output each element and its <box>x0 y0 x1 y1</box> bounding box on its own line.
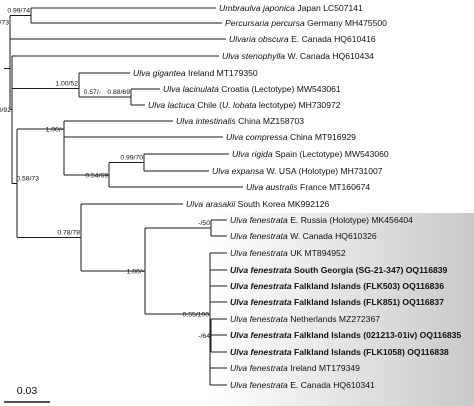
taxon-info: France MT160674 <box>298 182 371 192</box>
taxon-label-intestinalis: Ulva intestinalis China MZ158703 <box>176 116 304 126</box>
taxon-label-fen8: Ulva fenestrata Falkland Islands (021213… <box>230 330 461 340</box>
support-value-n_gig_lac: 1.00/52 <box>55 81 78 88</box>
taxon-info: China MT916929 <box>288 132 357 142</box>
taxon-info: South Korea MK992126 <box>235 199 329 209</box>
taxon-label-gigantea: Ulva gigantea Ireland MT179350 <box>133 68 258 78</box>
taxon-info: Spain (Lectotype) MW543060 <box>273 149 389 159</box>
taxon-label-fen9: Ulva fenestrata Falkland Islands (FLK105… <box>230 347 449 357</box>
support-value-n_int_comp: 1.00/- <box>46 127 63 134</box>
support-value-n_fen: 1.00/- <box>127 269 144 276</box>
taxon-info: Ireland MT179350 <box>186 68 258 78</box>
taxon-label-umbraulva: Umbraulva japonica Japan LC507141 <box>219 3 363 13</box>
support-value-n_fen_ne: -/64 <box>198 333 210 340</box>
taxon-label-ulvaria: Ulvaria obscura E. Canada HQ610416 <box>229 34 376 44</box>
taxon-info: Japan LC507141 <box>295 3 363 13</box>
taxon-species: Ulva compressa <box>226 132 288 142</box>
taxon-label-arasakii: Ulva arasakii South Korea MK992126 <box>186 199 330 209</box>
taxon-info: Croatia (Lectotype) MW543061 <box>219 84 341 94</box>
support-value-n_lacin_lact: 0.88/69 <box>107 89 130 96</box>
taxon-label-compressa: Ulva compressa China MT916929 <box>226 132 356 142</box>
scale-bar: 0.03 <box>4 385 50 403</box>
taxon-species: Ulva fenestrata <box>230 265 292 275</box>
support-value-n_umb_per: 0.99/74 <box>7 8 30 15</box>
taxon-info: China MZ158703 <box>236 116 305 126</box>
taxon-labels: Umbraulva japonica Japan LC507141Percurs… <box>133 3 461 390</box>
taxon-info: Netherlands MZ272367 <box>288 314 380 324</box>
taxon-label-fen5: Ulva fenestrata Falkland Islands (FLK503… <box>230 281 444 291</box>
taxon-species: Ulva fenestrata <box>230 281 292 291</box>
taxon-species: Ulva fenestrata <box>230 314 288 324</box>
taxon-species: Ulvaria obscura <box>229 34 289 44</box>
taxon-info-italic: U. lobata <box>222 100 257 110</box>
taxon-species: Ulva stenophylla <box>222 51 285 61</box>
taxon-species: Ulva expansa <box>212 166 264 176</box>
taxon-info: Chile ( <box>195 100 222 110</box>
support-values: 0.99/74 0.78/73 1.00/92 1.00/52 0.57/- 0.88/6… <box>0 8 210 340</box>
taxon-label-expansa: Ulva expansa W. USA (Holotype) MH731007 <box>212 166 383 176</box>
taxon-label-stenophylla: Ulva stenophylla W. Canada HQ610434 <box>222 51 374 61</box>
taxon-label-rigida: Ulva rigida Spain (Lectotype) MW543060 <box>232 149 389 159</box>
taxon-info: Falkland Islands (021213-01iv) OQ116835 <box>292 330 462 340</box>
taxon-species: Ulva fenestrata <box>230 231 288 241</box>
taxon-label-fen3: Ulva fenestrata UK MT894952 <box>230 248 346 258</box>
taxon-info: Falkland Islands (FLK851) OQ116837 <box>292 297 445 307</box>
taxon-species: Ulva gigantea <box>133 68 186 78</box>
taxon-info: UK MT894952 <box>288 248 346 258</box>
taxon-label-percursaria: Percursaria percursa Germany MH475500 <box>225 18 387 28</box>
taxon-species: Ulva rigida <box>232 149 273 159</box>
tree-branches <box>4 7 243 386</box>
support-value-n_root_ulva: 1.00/92 <box>0 107 11 114</box>
taxon-species: Ulva australis <box>246 182 298 192</box>
taxon-label-fen7: Ulva fenestrata Netherlands MZ272367 <box>230 314 380 324</box>
taxon-species: Ulva arasakii <box>186 199 236 209</box>
support-value-n_rig_exp: 0.99/70 <box>120 155 143 162</box>
taxon-species: Ulva lacinulata <box>163 84 219 94</box>
support-value-n_aus: 0.54/69 <box>85 173 108 180</box>
taxon-info: E. Canada HQ610341 <box>288 380 375 390</box>
taxon-species: Ulva fenestrata <box>230 380 288 390</box>
taxon-species: Ulva fenestrata <box>230 215 288 225</box>
taxon-info: Ireland MT179349 <box>288 363 360 373</box>
taxon-info: Falkland Islands (FLK503) OQ116836 <box>292 281 445 291</box>
taxon-label-fen1: Ulva fenestrata E. Russia (Holotype) MK4… <box>230 215 413 225</box>
support-value-n_main: 0.58/73 <box>16 175 39 182</box>
taxon-species: Ulva intestinalis <box>176 116 236 126</box>
support-value-n_fen_top: -/50 <box>198 220 210 227</box>
taxon-label-fen11: Ulva fenestrata E. Canada HQ610341 <box>230 380 375 390</box>
taxon-label-australis: Ulva australis France MT160674 <box>246 182 370 192</box>
taxon-species: Percursaria percursa <box>225 18 305 28</box>
taxon-species: Ulva fenestrata <box>230 363 288 373</box>
scale-bar-label: 0.03 <box>17 385 38 397</box>
taxon-info: W. USA (Holotype) MH731007 <box>264 166 383 176</box>
taxon-label-fen2: Ulva fenestrata W. Canada HQ610326 <box>230 231 377 241</box>
taxon-species: Ulva fenestrata <box>230 248 288 258</box>
taxon-info: W. Canada HQ610326 <box>288 231 377 241</box>
taxon-info-after: lectotype) MH730972 <box>256 100 340 110</box>
support-value-n_outer: 0.78/73 <box>0 19 9 26</box>
taxon-info: Falkland Islands (FLK1058) OQ116838 <box>292 347 449 357</box>
taxon-info: E. Canada HQ610416 <box>289 34 376 44</box>
taxon-species: Ulva fenestrata <box>230 347 292 357</box>
taxon-label-fen10: Ulva fenestrata Ireland MT179349 <box>230 363 360 373</box>
taxon-info: Germany MH475500 <box>305 18 387 28</box>
taxon-species: Umbraulva japonica <box>219 3 295 13</box>
taxon-label-lactuca: Ulva lactuca Chile (U. lobata lectotype)… <box>148 100 341 110</box>
taxon-info: South Georgia (SG-21-347) OQ116839 <box>292 265 448 275</box>
support-value-n_fen_sub: 0.55/100 <box>183 312 210 319</box>
taxon-label-fen4: Ulva fenestrata South Georgia (SG-21-347… <box>230 265 448 275</box>
taxon-label-lacinulata: Ulva lacinulata Croatia (Lectotype) MW54… <box>163 84 341 94</box>
taxon-info: W. Canada HQ610434 <box>285 51 374 61</box>
taxon-species: Ulva fenestrata <box>230 297 292 307</box>
taxon-species: Ulva fenestrata <box>230 330 292 340</box>
taxon-label-fen6: Ulva fenestrata Falkland Islands (FLK851… <box>230 297 444 307</box>
taxon-species: Ulva lactuca <box>148 100 195 110</box>
taxon-info: E. Russia (Holotype) MK456404 <box>288 215 413 225</box>
support-value-n_ara: 0.78/78 <box>57 230 80 237</box>
support-value-n_lacin: 0.57/- <box>84 89 101 96</box>
fenestrata-clade-highlight <box>212 213 474 406</box>
